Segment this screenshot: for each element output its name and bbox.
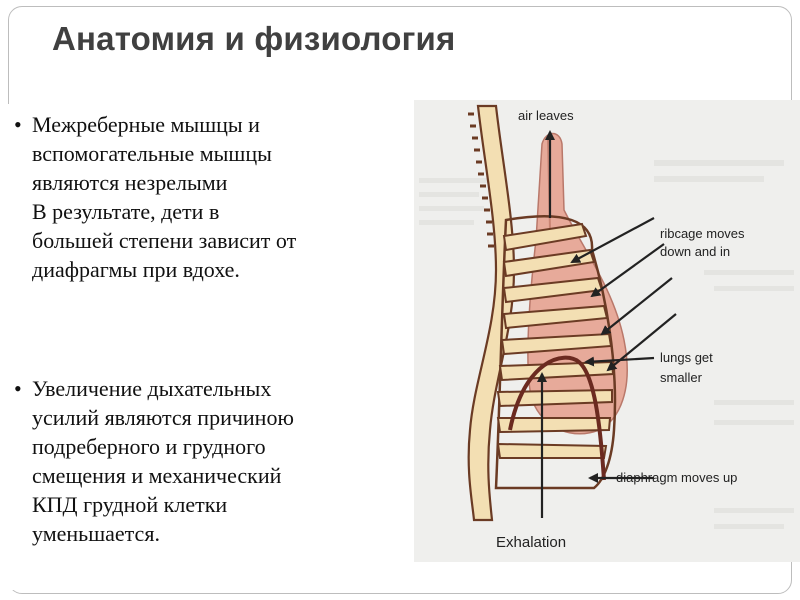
diaphragm [508, 355, 606, 481]
bullet-2-line-4: смещения и механический [32, 463, 282, 488]
label-diaphragm: diaphragm moves up [616, 470, 737, 485]
bullet-1-line-3: являются незрелыми [32, 170, 228, 195]
bullet-2-line-3: подреберного и грудного [32, 434, 266, 459]
lungs-arrow [584, 356, 655, 367]
ribcage-arrow-3 [600, 277, 673, 336]
bullet-marker: • [14, 112, 22, 137]
bullet-2-line-2: усилий являются причиною [32, 405, 294, 430]
bullet-1-line-1: Межреберные мышцы и [32, 112, 260, 137]
label-lungs-line-2: smaller [660, 370, 703, 385]
exhalation-figure: air leaves ribcage moves down and in lun… [414, 100, 800, 562]
figure-caption: Exhalation [496, 534, 566, 551]
label-ribcage-line-1: ribcage moves [660, 226, 745, 241]
bullet-2-line-1: Увеличение дыхательных [32, 376, 272, 401]
slide-title: Анатомия и физиология [52, 20, 456, 57]
bullet-1-line-2: вспомогательные мышцы [32, 141, 272, 166]
bullet-2-line-5: КПД грудной клетки [32, 492, 228, 517]
ribcage-arrow-1 [570, 217, 655, 263]
bullet-1: • Межреберные мышцы и вспомогательные мы… [14, 110, 404, 284]
label-lungs-line-1: lungs get [660, 350, 713, 365]
background-text-texture [419, 160, 794, 529]
label-air-leaves: air leaves [518, 108, 574, 123]
ribcage-arrow-2 [590, 243, 665, 298]
label-ribcage-line-2: down and in [660, 244, 730, 259]
bullet-1-line-5: большей степени зависит от [32, 228, 297, 253]
bullet-1-line-6: диафрагмы при вдохе. [32, 257, 240, 282]
bullet-1-line-4: В результате, дети в [32, 199, 220, 224]
bullet-2-line-6: уменьшается. [32, 521, 160, 546]
bullet-2: • Увеличение дыхательных усилий являются… [14, 374, 404, 548]
text-panel [0, 104, 412, 590]
exhalation-diagram: air leaves ribcage moves down and in lun… [419, 104, 794, 551]
bullet-marker: • [14, 376, 22, 401]
annotation-arrows [537, 130, 677, 518]
